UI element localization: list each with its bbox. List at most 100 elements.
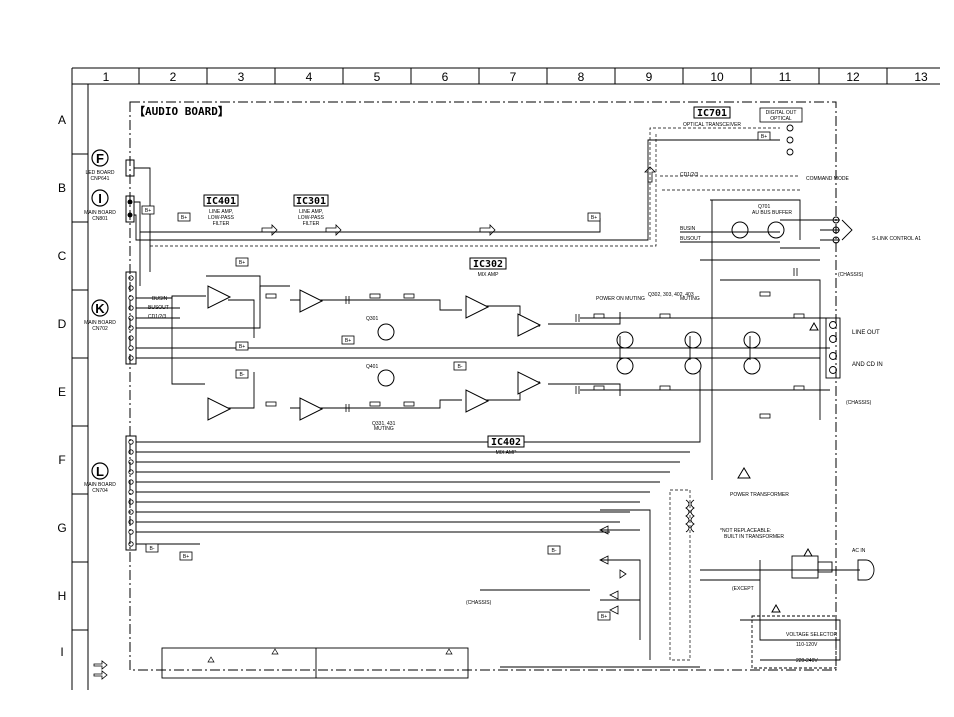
signal-arrow-icon (93, 166, 656, 680)
col-label: 4 (306, 70, 313, 84)
connector-label: MAIN BOARD (84, 210, 116, 216)
cd-label: CD1/2/3 (680, 172, 699, 178)
transistor-label: Q701 (758, 204, 770, 210)
row-label: H (58, 589, 67, 603)
board-outline (129, 101, 837, 671)
ic-id: IC301 (296, 196, 326, 207)
ic-id: IC302 (473, 259, 503, 270)
ic-desc: MIX AMP (496, 450, 518, 456)
transistor-label: Q302, 303, 402, 403 (648, 292, 694, 298)
ic-desc: LOW-PASS (298, 215, 325, 221)
ic-label-ic302: IC302 MIX AMP (469, 257, 507, 278)
power-on-muting-label: POWER ON MUTING (596, 296, 645, 302)
connector-letter: I (98, 191, 102, 206)
digital-out-text: OPTICAL (770, 116, 792, 122)
ic-desc: MIX AMP (478, 272, 500, 278)
connector-label: MAIN BOARD (84, 320, 116, 326)
connector-label: CN702 (92, 326, 108, 332)
command-mode-label: COMMAND MODE (806, 176, 849, 182)
cd-in-label: AND CD IN (852, 362, 883, 368)
wiring (134, 139, 860, 668)
board-title: 【AUDIO BOARD】 (134, 105, 229, 118)
ic-label-ic401: IC401 LINE AMP, LOW-PASS FILTER (203, 194, 239, 227)
col-label: 2 (170, 70, 177, 84)
s-link-label: S-LINK CONTROL A1 (872, 236, 921, 242)
row-label: D (58, 317, 67, 331)
col-label: 3 (238, 70, 245, 84)
busin-label: BUSIN (152, 296, 168, 302)
connector-label: CNP641 (91, 176, 110, 182)
ic-id: IC701 (697, 108, 727, 119)
line-out-label: LINE OUT (852, 330, 880, 336)
transistor-label: Q401 (366, 364, 378, 370)
ic-desc: FILTER (303, 221, 320, 227)
voltage-label: 220-240V (796, 658, 818, 664)
b-plus-label: B+ (601, 614, 607, 620)
transistor-label: Q331, 431 (372, 421, 396, 427)
components (265, 268, 805, 615)
connector-l: L MAIN BOARD CN704 (84, 435, 137, 551)
ic-id: IC401 (206, 196, 236, 207)
not-replaceable-label: *NOT REPLACEABLE: (720, 528, 771, 534)
b-plus-label: B+ (239, 260, 245, 266)
connector-f: F LED BOARD CNP641 (86, 149, 135, 182)
except-label: (EXCEPT (732, 586, 754, 592)
power-transformer (685, 499, 875, 669)
connector-letter: K (95, 301, 105, 316)
ic-desc: LINE AMP, (209, 209, 233, 215)
warning-icon (207, 648, 453, 663)
ic-desc: FILTER (213, 221, 230, 227)
row-label: C (58, 249, 67, 263)
b-plus-label: B+ (591, 215, 597, 221)
connector-k: K MAIN BOARD CN702 (84, 271, 137, 365)
b-minus-label: B- (150, 546, 155, 552)
ic-desc: LINE AMP, (299, 209, 323, 215)
b-minus-label: B- (240, 372, 245, 378)
col-label: 6 (442, 70, 449, 84)
row-label: E (58, 385, 66, 399)
supply-tags (141, 131, 771, 621)
transistor-label: Q301 (366, 316, 378, 322)
cd-label: CD1/2/3 (148, 314, 167, 320)
ic-id: IC402 (491, 437, 521, 448)
power-transformer-label: POWER TRANSFORMER (730, 492, 789, 498)
transistors (377, 221, 785, 387)
busin-label: BUSIN (680, 226, 696, 232)
chassis-label: (CHASSIS) (846, 400, 872, 406)
ic-label-ic402: IC402 MIX AMP (487, 435, 525, 456)
col-label: 5 (374, 70, 381, 84)
row-label: A (58, 113, 66, 127)
ic-desc: LOW-PASS (208, 215, 235, 221)
connector-label: CN704 (92, 488, 108, 494)
row-label: G (57, 521, 66, 535)
muting-label: MUTING (374, 426, 394, 432)
col-label: 11 (779, 70, 792, 84)
connector-letter: L (96, 464, 104, 479)
ic-label-ic701: IC701 OPTICAL TRANSCEIVER (683, 106, 741, 128)
chassis-label: (CHASSIS) (838, 272, 864, 278)
connector-letter: F (96, 151, 104, 166)
column-dividers (138, 68, 888, 84)
col-label: 10 (710, 70, 724, 84)
connector-label: MAIN BOARD (84, 482, 116, 488)
optical-connector (786, 124, 794, 156)
chassis-label: (CHASSIS) (466, 600, 492, 606)
row-label: B (58, 181, 66, 195)
connector-i: I MAIN BOARD CN801 (84, 189, 135, 223)
busout-label: BUSOUT (680, 236, 701, 242)
voltage-label: 110-120V (796, 642, 818, 648)
b-plus-label: B+ (239, 344, 245, 350)
built-in-label: BUILT IN TRANSFORMER (724, 534, 784, 540)
col-label: 13 (914, 70, 928, 84)
au-bus-buffer-label: AU BUS BUFFER (752, 210, 792, 216)
ac-in-label: AC IN (852, 548, 866, 554)
row-label: I (60, 645, 63, 659)
digital-out-text: DIGITAL OUT (766, 110, 797, 116)
b-plus-label: B+ (183, 554, 189, 560)
b-minus-label: B- (552, 548, 557, 554)
busout-label: BUSOUT (148, 305, 169, 311)
muting-label: MUTING (680, 296, 700, 302)
col-label: 1 (103, 70, 110, 84)
opamps (207, 285, 542, 421)
